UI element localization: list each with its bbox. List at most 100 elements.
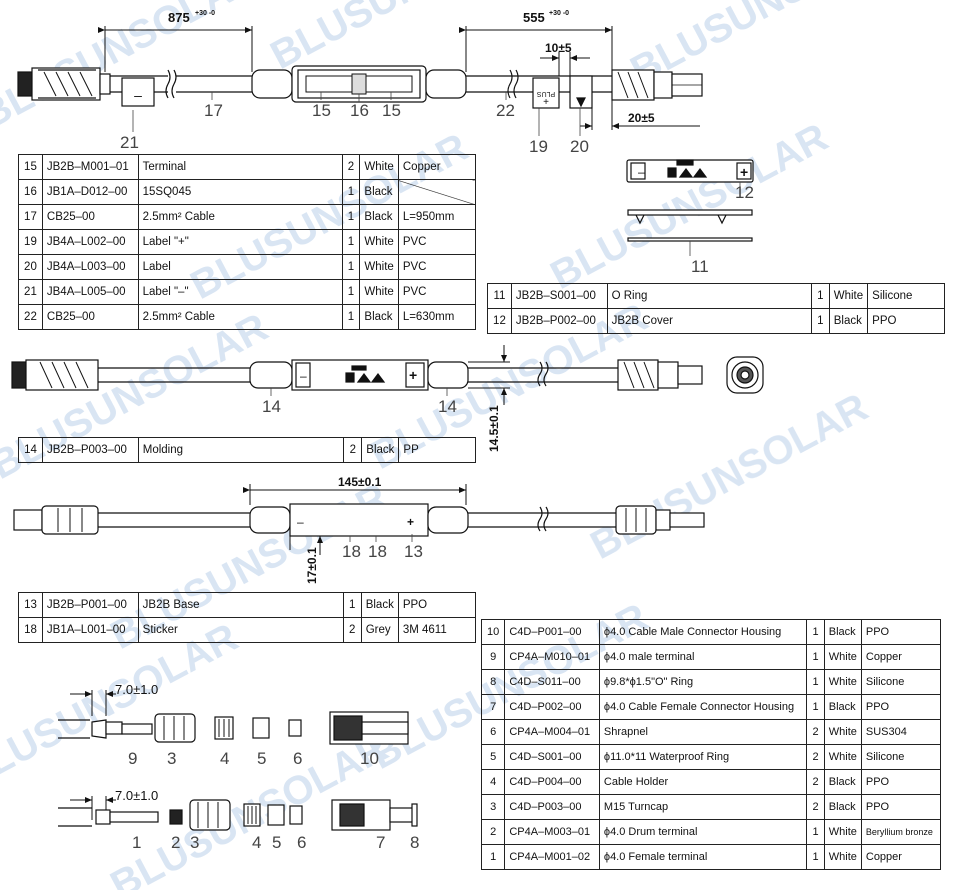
cell-color: White	[828, 283, 869, 309]
dim-strip-bottom: 7.0±1.0	[115, 788, 158, 803]
cell-color: Black	[823, 794, 862, 820]
callout-19: 19	[529, 137, 548, 156]
cell-no: 22	[18, 304, 43, 330]
cell-material: PPO	[867, 308, 945, 334]
cover-detail	[626, 159, 754, 242]
dim-box-length: 145±0.1	[338, 475, 382, 489]
cell-color: Black	[359, 304, 399, 330]
cell-material: Copper	[860, 844, 942, 870]
cell-code: CB25–00	[41, 304, 139, 330]
cell-code: JB2B–M001–01	[41, 154, 139, 180]
cell-code: CP4A–M004–01	[504, 719, 600, 745]
cell-color: Black	[823, 769, 862, 795]
plus-label-19	[532, 77, 560, 109]
cell-material: Silicone	[860, 669, 942, 695]
cell-material: 3M 4611	[397, 617, 477, 643]
dim-strip-top: 7.0±1.0	[115, 682, 158, 697]
callout-3-top: 3	[167, 749, 176, 768]
cell-no: 13	[18, 592, 43, 618]
callout-7: 7	[376, 833, 385, 852]
cell-qty: 1	[341, 179, 361, 205]
callout-18a: 18	[342, 542, 361, 561]
cover-plus: +	[740, 164, 748, 180]
cell-code: JB4A–L003–00	[41, 254, 139, 280]
cell-material: PPO	[860, 619, 942, 645]
cell-name: JB2B Base	[137, 592, 344, 618]
callout-6-bottom: 6	[297, 833, 306, 852]
cell-color: Black	[360, 592, 399, 618]
cell-color: Black	[359, 179, 399, 205]
cell-material: PPO	[860, 694, 942, 720]
cell-qty: 1	[342, 592, 362, 618]
cell-name: ϕ4.0 Female terminal	[598, 844, 808, 870]
cell-color: Black	[361, 437, 400, 463]
cell-code: JB4A–L005–00	[41, 279, 139, 305]
cell-no: 20	[18, 254, 43, 280]
cell-no: 2	[480, 819, 506, 845]
female-connector-exploded	[58, 799, 418, 831]
cell-color: White	[359, 229, 399, 255]
cell-no: 10	[480, 619, 506, 645]
cell-color: White	[359, 279, 399, 305]
female-connector-callouts: 1 2 3 4 5 6 7 8	[132, 833, 419, 852]
cell-no: 16	[18, 179, 43, 205]
cell-code: C4D–S011–00	[504, 669, 600, 695]
cell-qty: 2	[343, 437, 363, 463]
topview-dimensions	[243, 484, 467, 555]
side-minus: –	[300, 369, 307, 383]
cell-name: 2.5mm² Cable	[137, 204, 343, 230]
cell-no: 14	[18, 437, 43, 463]
callout-10: 10	[360, 749, 379, 768]
minus-label-21	[121, 77, 155, 107]
cell-qty: 1	[806, 644, 825, 670]
cell-material: PPO	[860, 769, 942, 795]
cell-code: C4D–P004–00	[504, 769, 600, 795]
cell-code: JB2B–P003–00	[41, 437, 139, 463]
cell-color: White	[823, 844, 862, 870]
cell-code: CB25–00	[41, 204, 139, 230]
callout-12: 12	[735, 183, 754, 202]
callout-3-bottom: 3	[190, 833, 199, 852]
cell-no: 3	[480, 794, 506, 820]
cell-name: ϕ11.0*11 Waterproof Ring	[598, 744, 808, 770]
side-dimensions	[468, 345, 510, 405]
cell-code: JB1A–L001–00	[41, 617, 139, 643]
cell-name: ϕ4.0 Cable Male Connector Housing	[598, 619, 808, 645]
cell-material: SUS304	[860, 719, 942, 745]
cell-color: White	[823, 719, 862, 745]
cell-code: C4D–P002–00	[504, 694, 600, 720]
cell-name: Shrapnel	[598, 719, 808, 745]
cell-name: Terminal	[137, 154, 343, 180]
cell-color: White	[359, 254, 399, 280]
callout-20: 20	[570, 137, 589, 156]
cell-color: White	[823, 744, 862, 770]
callout-14a: 14	[262, 397, 281, 416]
dim-label-gap: 10±5	[545, 41, 572, 55]
cell-code: CP4A–M010–01	[504, 644, 600, 670]
cell-name: ϕ4.0 Drum terminal	[598, 819, 808, 845]
cell-code: CP4A–M001–02	[504, 844, 600, 870]
callout-17: 17	[204, 101, 223, 120]
cell-name: Molding	[137, 437, 345, 463]
dim-label-offset: 20±5	[628, 111, 655, 125]
cell-code: JB2B–P002–00	[510, 308, 608, 334]
cell-material: PPO	[397, 592, 477, 618]
top-dimensions	[98, 26, 700, 130]
cell-color: Black	[359, 204, 399, 230]
cell-qty: 1	[806, 844, 825, 870]
cell-material: L=950mm	[397, 204, 477, 230]
callout-14b: 14	[438, 397, 457, 416]
cell-material: Copper	[860, 644, 942, 670]
